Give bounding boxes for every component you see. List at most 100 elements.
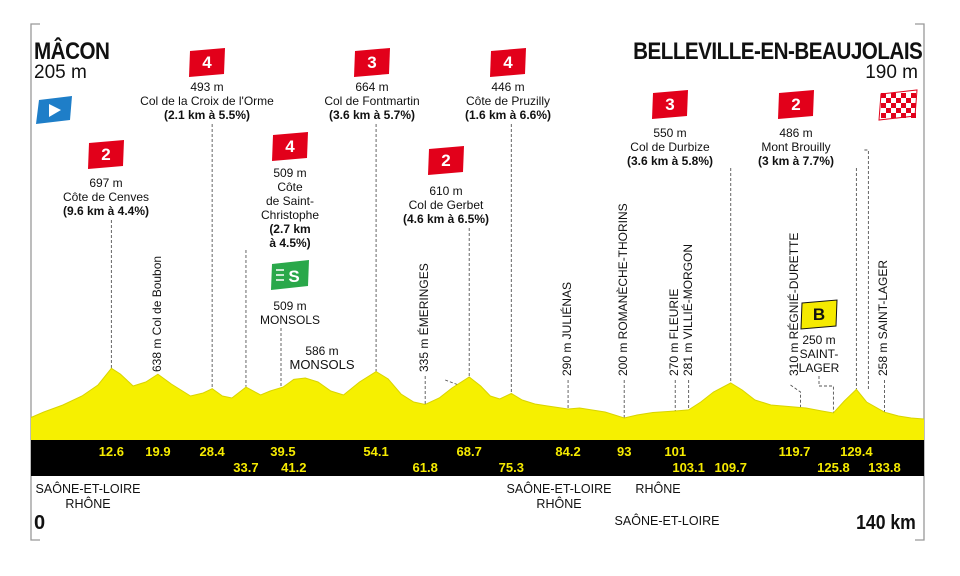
km-mark-13: 103.1 — [672, 460, 705, 475]
km-mark-11: 93 — [616, 444, 632, 459]
finish-flag-icon — [878, 89, 918, 121]
climb-badge-4: 2 — [428, 146, 464, 175]
km-mark-0: 12.6 — [98, 444, 125, 459]
climb-badge-6: 3 — [652, 90, 688, 119]
place-label-3: 200 m ROMANÈCHE-THORINS — [616, 203, 631, 376]
place-label-4: 270 m FLEURIE — [667, 288, 682, 376]
km-band — [31, 440, 924, 476]
km-mark-1: 19.9 — [145, 444, 171, 459]
climb-badge-2: 4 — [272, 132, 308, 161]
place-label-0: 638 m Col de Boubon — [149, 255, 164, 372]
distance-end: 140 km — [856, 512, 916, 534]
climb-altitude: 610 m — [429, 184, 463, 198]
climb-altitude: 509 m — [273, 166, 307, 180]
finish-altitude: 190 m — [865, 62, 918, 83]
km-mark-16: 125.8 — [817, 460, 850, 475]
climb-name: Côte de Cenves — [62, 190, 150, 204]
km-mark-2: 28.4 — [199, 444, 225, 459]
climb-detail: (1.6 km à 6.6%) — [464, 108, 552, 122]
climb-badge-5-label: 4 — [503, 53, 513, 72]
km-mark-15: 119.7 — [778, 444, 811, 459]
climb-badge-7: 2 — [778, 90, 814, 119]
climb-badge-4-label: 2 — [441, 151, 450, 170]
km-mark-17: 129.4 — [840, 444, 873, 459]
climb-badge-0: 2 — [88, 140, 124, 169]
climb-altitude: 493 m — [190, 80, 224, 94]
badges: 2 4 4 3 2 4 3 2S B — [88, 48, 838, 330]
climb-name: Mont Brouilly — [761, 140, 831, 154]
climb-badge-1-label: 4 — [202, 53, 212, 72]
elevation-profile-edge — [30, 367, 925, 420]
climb-badge-3: 3 — [354, 48, 390, 77]
finish-city: BELLEVILLE-EN-BEAUJOLAIS — [632, 38, 923, 65]
km-mark-3: 33.7 — [233, 460, 259, 475]
climb-detail: (2.1 km à 5.5%) — [163, 108, 251, 122]
climb-altitude: 486 m — [779, 126, 813, 140]
place-label-5: 281 m VILLIÉ-MORGON — [680, 243, 695, 376]
climb-altitude: 550 m — [653, 126, 687, 140]
place-label-2: 290 m JULIÉNAS — [560, 281, 575, 376]
climb-detail: (3.6 km à 5.7%) — [328, 108, 416, 122]
km-mark-4: 39.5 — [270, 444, 296, 459]
regnie-leader — [790, 384, 801, 407]
climb-badge-7-label: 2 — [791, 95, 800, 114]
climb-name: Côte de Pruzilly — [465, 94, 551, 108]
leader-lines — [110, 124, 885, 418]
bonus-badge: B — [800, 299, 838, 330]
climb-altitude: 697 m — [89, 176, 123, 190]
climb-badge-1: 4 — [189, 48, 225, 77]
flags — [36, 89, 918, 124]
distance-start: 0 — [34, 512, 46, 534]
km-mark-5: 41.2 — [281, 460, 307, 475]
start-flag-icon — [36, 96, 72, 124]
km-mark-10: 84.2 — [555, 444, 581, 459]
bonus-badge-label: B — [813, 305, 825, 324]
climb-detail: (9.6 km à 4.4%) — [62, 204, 150, 218]
climb-detail: (3.6 km à 5.8%) — [626, 154, 714, 168]
climb-name: Col de Fontmartin — [324, 94, 420, 108]
climb-badge-3-label: 3 — [367, 53, 376, 72]
climb-altitude: 664 m — [355, 80, 389, 94]
sprint-badge-label: S — [288, 267, 299, 286]
climb-name: Col de Durbize — [630, 140, 710, 154]
climb-name: Col de Gerbet — [408, 198, 484, 212]
place-label-7: 258 m SAINT-LAGER — [876, 259, 891, 376]
place-label-6: 310 m RÉGNIÉ-DURETTE — [786, 232, 801, 376]
region-label-3: SAÔNE-ET-LOIRE — [614, 514, 720, 528]
sprint-badge: S — [271, 260, 309, 290]
climb-name: Col de la Croix de l'Orme — [140, 94, 274, 108]
km-mark-14: 109.7 — [714, 460, 747, 475]
climb-badge-0-label: 2 — [101, 145, 110, 164]
climb-badge-6-label: 3 — [665, 95, 674, 114]
km-mark-18: 133.8 — [868, 460, 901, 475]
climb-badge-2-label: 4 — [285, 137, 295, 156]
bonus-leader — [818, 376, 834, 413]
frame-left-bracket — [30, 23, 40, 541]
km-mark-6: 54.1 — [363, 444, 389, 459]
brouilly-leader — [864, 149, 869, 390]
elevation-profile-area — [31, 368, 924, 440]
km-mark-9: 75.3 — [498, 460, 524, 475]
km-mark-12: 101 — [664, 444, 687, 459]
climb-detail: (3 km à 7.7%) — [757, 154, 835, 168]
km-mark-7: 61.8 — [412, 460, 438, 475]
region-label-2: RHÔNE — [635, 482, 681, 496]
climb-detail: (4.6 km à 6.5%) — [402, 212, 490, 226]
place-label-1: 335 m ÉMERINGES — [417, 263, 432, 372]
